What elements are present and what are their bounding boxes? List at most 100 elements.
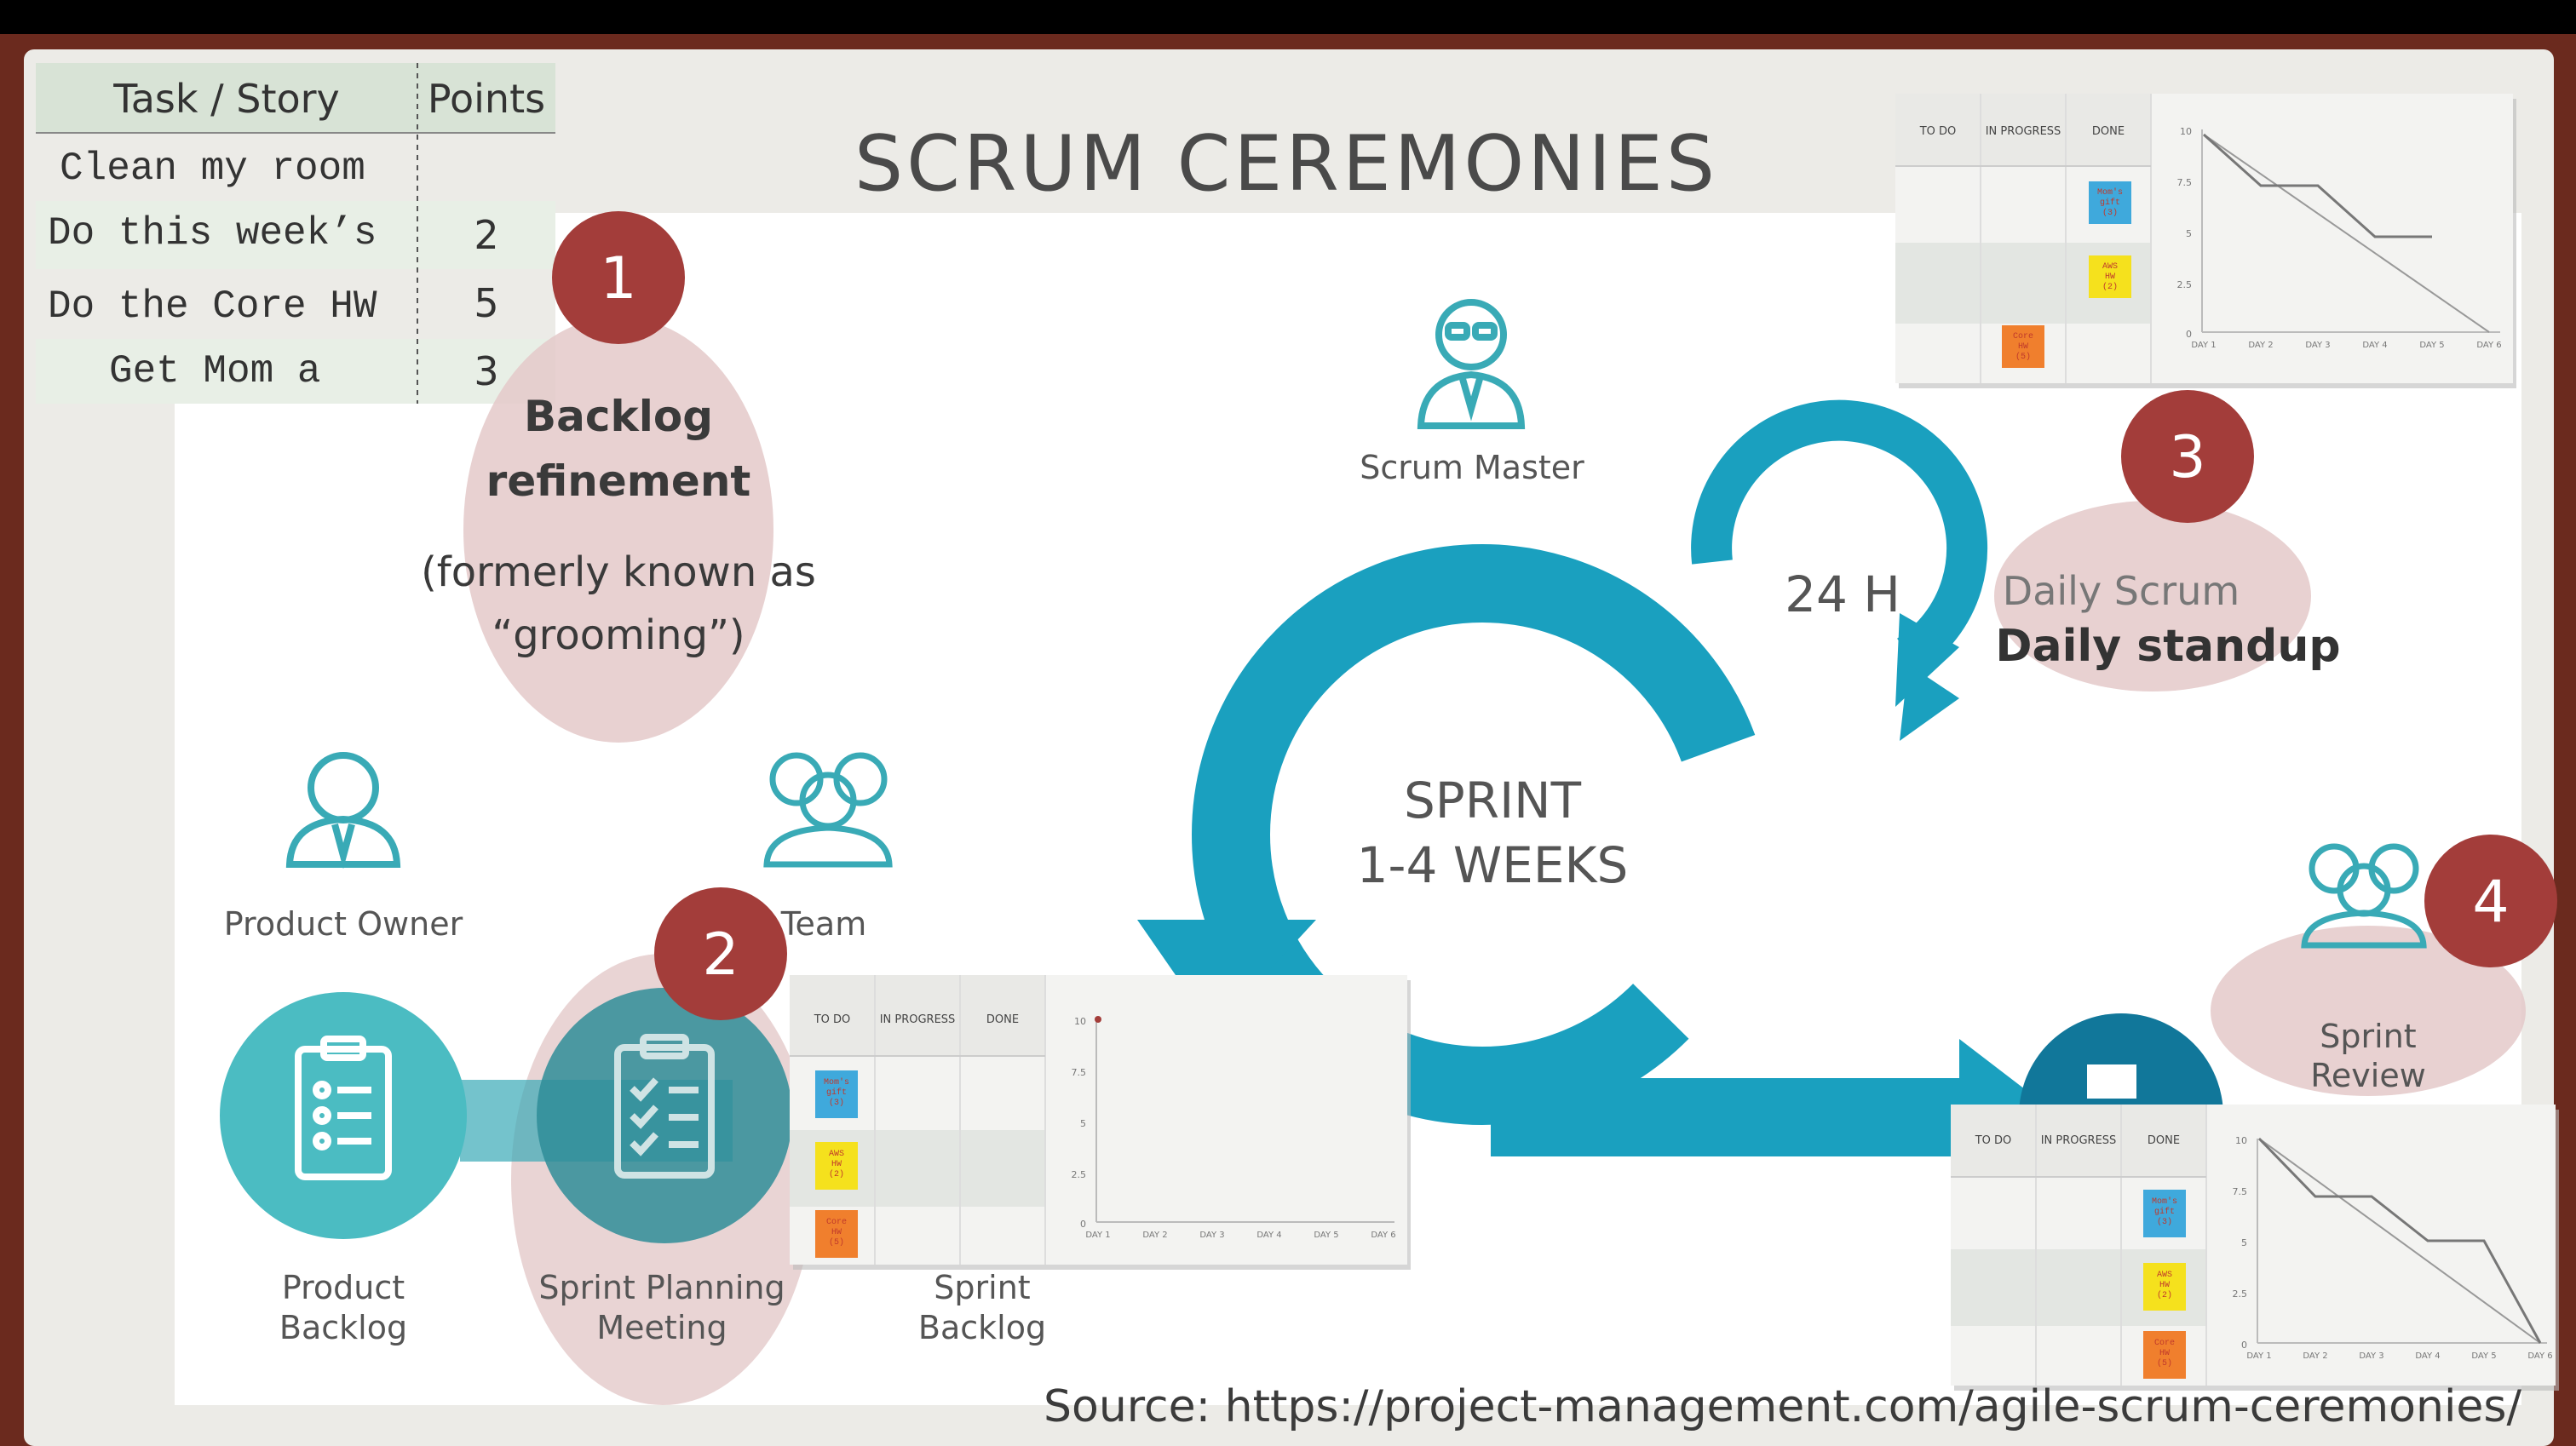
scrum-master-icon — [1417, 299, 1526, 429]
diagram-text: DAY 5 — [1314, 1231, 1338, 1240]
diagram-text: (5) — [829, 1237, 844, 1248]
diagram-text: DAY 3 — [1199, 1231, 1224, 1240]
diagram-text: HW — [831, 1160, 842, 1169]
badge-1: 1 — [552, 211, 685, 344]
increment-icon — [2087, 1064, 2136, 1099]
diagram-text: HW — [2159, 1349, 2170, 1358]
badge-3: 3 — [2121, 390, 2254, 523]
diagram-text: HW — [2018, 342, 2028, 352]
diagram-text: DAY 5 — [2419, 341, 2444, 350]
sprint-cycle-arrow — [1137, 544, 2061, 1196]
diagram-text: 2.5 — [2233, 1288, 2248, 1300]
diagram-text: 0 — [2241, 1340, 2247, 1351]
diagram-text: DAY 6 — [2527, 1351, 2552, 1361]
sprint-planning-circle — [537, 988, 792, 1243]
highlight-daily-scrum — [1994, 501, 2311, 691]
diagram-text: (3) — [2102, 208, 2118, 218]
diagram-text: DAY 1 — [1085, 1231, 1110, 1240]
diagram-text: 7.5 — [2233, 1186, 2248, 1197]
sprint-planning-label: Sprint Planning — [538, 1269, 785, 1306]
table-row-task: Get Mom a — [109, 349, 320, 393]
backlog-refinement-title: Backlog — [524, 392, 713, 441]
sprint-label: SPRINT — [1404, 772, 1582, 829]
table-row-points: 2 — [474, 212, 498, 258]
product-backlog-label: Backlog — [279, 1309, 407, 1346]
diagram-text: HW — [2159, 1281, 2170, 1290]
diagram-text: IN PROGRESS — [2041, 1134, 2117, 1147]
diagram-text: 10 — [2180, 126, 2192, 137]
diagram-text: AWS — [829, 1150, 844, 1159]
diagram-text: 2.5 — [1072, 1169, 1087, 1180]
diagram-text: IN PROGRESS — [1986, 125, 2061, 138]
source-citation: Source: https://project-management.com/a… — [1044, 1381, 2521, 1432]
badge-4: 4 — [2424, 835, 2557, 967]
diagram-text: Core — [2154, 1339, 2175, 1348]
board-planning: TO DO IN PROGRESS DONE Mom's gift (3) AW… — [790, 975, 1411, 1270]
diagram-text: DAY 2 — [2248, 341, 2273, 350]
diagram-text: 5 — [2186, 228, 2192, 239]
diagram-text: 10 — [1074, 1016, 1086, 1027]
sprint-review-team-icon — [2301, 843, 2427, 949]
diagram-text: DAY 3 — [2305, 341, 2330, 350]
diagram-text: IN PROGRESS — [880, 1013, 956, 1026]
diagram-text: DAY 1 — [2191, 341, 2216, 350]
diagram-text: DAY 4 — [2362, 341, 2387, 350]
backlog-refinement-note: (formerly known as — [421, 548, 816, 596]
product-owner-label: Product Owner — [224, 905, 463, 943]
diagram-text: (5) — [2157, 1358, 2172, 1369]
diagram-text: DAY 2 — [1142, 1231, 1167, 1240]
backlog-refinement-title: refinement — [486, 456, 751, 506]
diagram-text: TO DO — [1919, 125, 1957, 138]
scrum-master-label: Scrum Master — [1360, 449, 1584, 486]
diagram-text: DONE — [986, 1013, 1019, 1026]
diagram-text: (2) — [2157, 1290, 2172, 1300]
diagram-text: Core — [826, 1218, 847, 1227]
diagram-text: DONE — [2092, 125, 2125, 138]
diagram-text: 0 — [2186, 329, 2192, 340]
sprint-backlog-label: Backlog — [918, 1309, 1046, 1346]
sprint-review-label: Sprint — [2320, 1018, 2416, 1055]
table-row-points: 3 — [474, 348, 498, 394]
diagram-text: AWS — [2102, 262, 2118, 272]
diagram-text: DAY 6 — [1371, 1231, 1395, 1240]
diagram-text: gift — [2154, 1207, 2175, 1217]
team-icon — [763, 752, 893, 868]
diagram-text: DAY 4 — [1256, 1231, 1281, 1240]
sprint-backlog-label: Sprint — [934, 1269, 1030, 1306]
diagram-text: DAY 2 — [2303, 1351, 2327, 1361]
slide-title: SCRUM CEREMONIES — [854, 119, 1719, 209]
team-label: Team — [780, 905, 866, 943]
product-owner-icon — [285, 752, 401, 869]
badge-2: 2 — [654, 887, 787, 1020]
diagram-text: (5) — [2015, 352, 2031, 362]
diagram-text: gift — [826, 1087, 847, 1098]
diagram-text: HW — [831, 1228, 842, 1237]
diagram-text: gift — [2100, 198, 2120, 208]
table-header-task: Task / Story — [112, 76, 340, 122]
diagram-text: (3) — [829, 1098, 844, 1108]
diagram-text: 1 — [600, 245, 636, 313]
diagram-text: 5 — [2241, 1237, 2247, 1248]
board-daily: TO DO IN PROGRESS DONE Mom's gift (3) AW… — [1895, 94, 2516, 388]
highlight-backlog-refinement — [463, 317, 773, 743]
daily-scrum-label: Daily Scrum — [2003, 568, 2240, 614]
diagram-text: (2) — [829, 1169, 844, 1179]
table-row-points: 5 — [474, 280, 498, 326]
table-row-task: Clean my room — [60, 146, 365, 191]
sprint-review-label: Review — [2310, 1057, 2426, 1094]
diagram-text: 7.5 — [1072, 1067, 1087, 1078]
table-row-task: Do the Core HW — [48, 284, 377, 329]
diagram-text: DAY 1 — [2246, 1351, 2271, 1361]
daily-arrowhead — [1900, 664, 1959, 741]
sprint-duration-label: 1-4 WEEKS — [1357, 836, 1629, 894]
diagram-text: DONE — [2148, 1134, 2180, 1147]
diagram-text: TO DO — [814, 1013, 851, 1026]
diagram-text: Mom's — [2152, 1196, 2177, 1207]
diagram-text: (2) — [2102, 282, 2118, 292]
daily-cycle-label: 24 H — [1785, 565, 1900, 623]
diagram-text: DAY 5 — [2471, 1351, 2496, 1361]
diagram-text: Mom's — [2097, 187, 2123, 198]
diagram-text: 10 — [2235, 1135, 2247, 1146]
diagram-text: Mom's — [824, 1077, 849, 1087]
diagram-text: 2 — [702, 921, 739, 989]
